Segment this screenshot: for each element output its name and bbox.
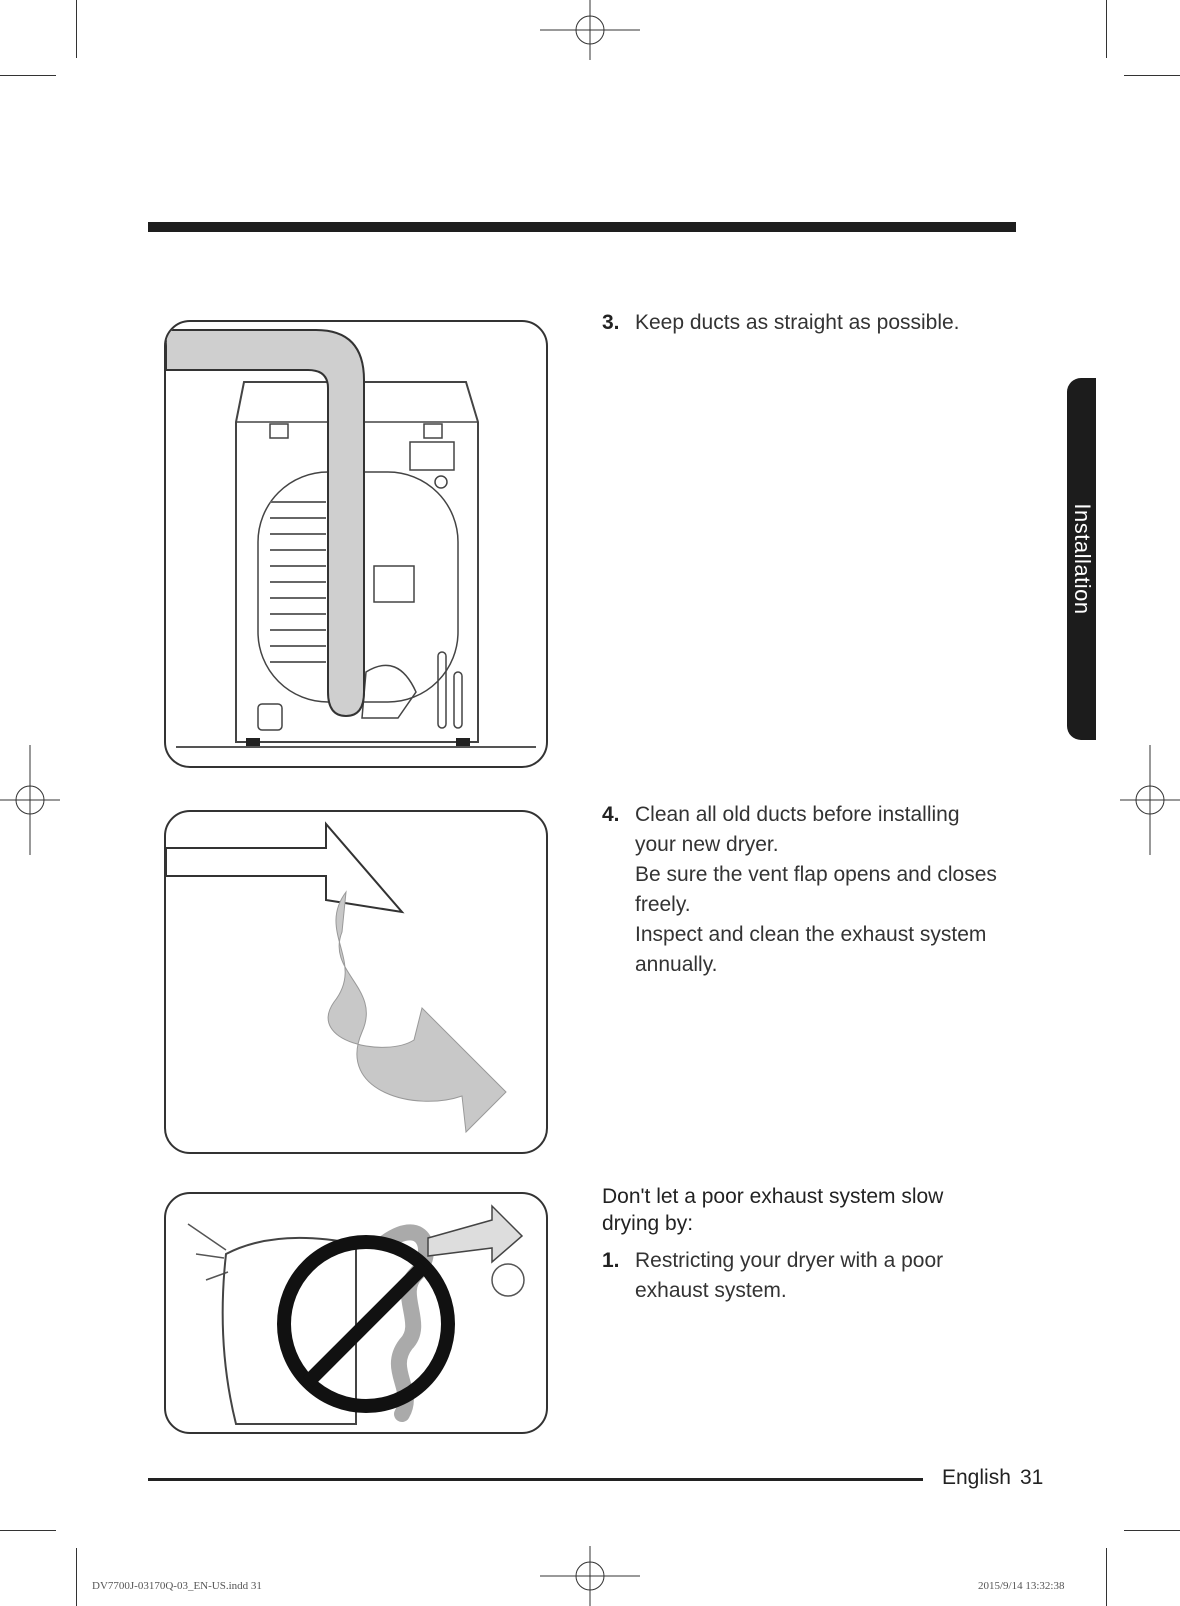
item-number: 1. [602, 1249, 620, 1272]
section-heading: Don't let a poor exhaust system slow dry… [602, 1185, 944, 1235]
step-text: Inspect and clean the exhaust system ann… [635, 923, 987, 976]
crop-mark [1124, 75, 1180, 76]
crop-mark [0, 1530, 56, 1531]
crop-mark [1124, 1530, 1180, 1531]
registration-mark-top [540, 0, 640, 60]
step-number: 3. [602, 311, 620, 334]
page-number: 31 [1020, 1466, 1044, 1489]
section-item-1: 1. Restricting your dryer with a poor ex… [602, 1246, 1022, 1306]
step-number: 4. [602, 803, 620, 826]
registration-mark-right [1120, 745, 1180, 855]
side-tab-label: Installation [1069, 503, 1095, 615]
header-rule [148, 222, 1016, 232]
crop-mark [1106, 1548, 1107, 1606]
step-text: Be sure the vent flap opens and closes f… [635, 863, 997, 916]
figure-straight-duct [164, 320, 548, 768]
crop-mark [1106, 0, 1107, 58]
registration-mark-bottom [540, 1546, 640, 1606]
item-text: Restricting your dryer with a poor exhau… [635, 1249, 944, 1302]
registration-mark-left [0, 745, 60, 855]
crop-mark [76, 0, 77, 58]
crop-mark [76, 1548, 77, 1606]
step-text: Clean all old ducts before installing yo… [635, 803, 960, 856]
figure-clean-ducts [164, 810, 548, 1154]
step-3: 3. Keep ducts as straight as possible. [602, 308, 1022, 338]
side-tab-installation: Installation [1067, 378, 1096, 740]
footer-rule [148, 1478, 923, 1481]
figure-restricted-exhaust [164, 1192, 548, 1434]
print-slug-file: DV7700J-03170Q-03_EN-US.indd 31 [92, 1580, 262, 1592]
print-slug-timestamp: 2015/9/14 13:32:38 [978, 1580, 1065, 1592]
step-text: Keep ducts as straight as possible. [635, 311, 960, 334]
step-4: 4. Clean all old ducts before installing… [602, 800, 1022, 980]
crop-mark [0, 75, 56, 76]
footer-language: English [942, 1466, 1011, 1489]
